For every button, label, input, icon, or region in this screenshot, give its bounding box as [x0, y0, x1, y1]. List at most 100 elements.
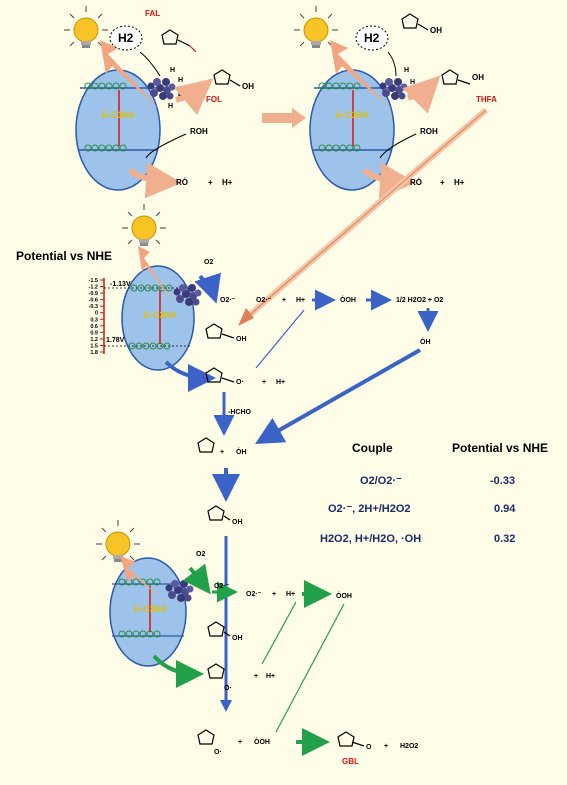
plus-sign: + — [208, 178, 213, 187]
table-row-couple: H2O2, H+/H2O, ·OH — [320, 533, 421, 545]
hydrogen-bubble-icon — [109, 25, 143, 51]
h2-adsorption-arrow — [139, 51, 161, 77]
lightbulb-icon — [95, 519, 141, 563]
oh-label: OH — [430, 26, 442, 35]
fol-label: FOL — [206, 95, 222, 104]
h-plus-label: H+ — [276, 379, 285, 386]
h-plus-label: H+ — [454, 178, 465, 187]
oh-bond — [223, 515, 231, 521]
lactol-oxidation-arrowhead — [220, 700, 232, 712]
o2-reduction-arrow — [182, 563, 211, 595]
roh-oxidation-arrow — [127, 162, 182, 199]
roh-label: ROH — [190, 127, 208, 136]
thfa-transfer-arrow-outline — [245, 109, 487, 319]
h-atom-label: H — [168, 103, 173, 110]
panel-1-hydrogenation-fal: E-C3N4 H2 FAL H H H H OH FOL ROH RȮ + H+ — [63, 5, 254, 199]
gbl-molecule — [337, 731, 355, 747]
lactol-radical-molecule — [207, 663, 225, 679]
hydroxyl-radical-label: ȮH — [236, 447, 247, 456]
carbonyl-bond — [189, 45, 197, 53]
oh-bond — [223, 631, 231, 637]
panel-transition-arrowhead — [292, 108, 306, 128]
ch2-bond — [417, 23, 429, 31]
hydroxyl-recombination-arrow — [255, 348, 421, 444]
plus-sign: + — [384, 743, 388, 750]
table-row-couple: O2/O2·⁻ — [360, 475, 402, 487]
scale-tick-label: -1.2 — [89, 285, 98, 291]
carbonyl-bond — [351, 741, 365, 747]
thfa-molecule — [205, 323, 223, 339]
alkoxy-radical-label: O· — [236, 379, 244, 386]
scale-tick-label: 0.6 — [90, 324, 98, 330]
proton-transfer-line — [255, 309, 305, 369]
catalyst-label: E-C3N4 — [144, 310, 176, 320]
h-plus-label: H+ — [286, 591, 295, 598]
lactol-oxidation-arrow — [152, 654, 204, 688]
h-atom-label: H — [170, 67, 175, 74]
ro-radical-label: RȮ — [410, 178, 422, 187]
h2-label: H2 — [118, 31, 134, 45]
oh-label: OH — [232, 519, 243, 526]
o2-label: O2 — [196, 551, 205, 558]
scale-tick-label: 0.3 — [90, 317, 98, 323]
scale-tick-label: 1.8 — [90, 350, 98, 356]
fal-to-fol-arrow — [174, 78, 214, 116]
scale-tick-label: 1.2 — [90, 337, 98, 343]
scale-tick-label: -1.5 — [89, 278, 98, 284]
panel-2-hydrogenation-fol: E-C3N4 H2 OH H H OH THFA ROH RȮ + H+ — [293, 5, 497, 199]
plus-sign: + — [254, 673, 258, 680]
potential-scale-ticks: -1.5-1.2-0.9-0.6-0.300.30.60.91.21.51.8 — [89, 278, 104, 356]
hydrogen-bubble-icon — [355, 25, 389, 51]
hydroxy-thf-molecule — [207, 505, 225, 521]
h-plus-label: H+ — [296, 297, 305, 304]
thfa-oxidation-arrow — [164, 360, 216, 392]
alkoxy-radical-molecule — [205, 367, 223, 383]
scale-tick-label: -0.3 — [89, 304, 98, 310]
formaldehyde-loss-label: -HCHO — [228, 409, 251, 416]
hydroperoxyl-transfer-line — [275, 603, 345, 733]
h2o2-label: H2O2 — [400, 743, 418, 750]
scale-tick-label: 1.5 — [90, 343, 98, 349]
thf-radical-molecule — [197, 437, 215, 453]
ch2-bond — [457, 79, 471, 85]
alkoxy-radical-label: O· — [224, 685, 232, 692]
hydroperoxyl-label: ȮOH — [336, 591, 352, 600]
lactol-radical-molecule — [197, 729, 215, 745]
gbl-label: GBL — [342, 757, 359, 766]
hydroperoxyl-label: ȮOH — [254, 737, 270, 746]
h-atom-label: H — [404, 67, 409, 74]
roh-approach — [145, 133, 187, 159]
light-ray — [100, 40, 160, 110]
scale-tick-label: -0.6 — [89, 298, 98, 304]
catalyst-label: E-C3N4 — [134, 604, 166, 614]
aldehyde-bond — [177, 39, 191, 47]
furfuryl-alcohol-molecule — [401, 13, 419, 29]
h-atom-label: H — [410, 79, 415, 86]
light-ray — [120, 556, 168, 604]
table-row-couple: O2·⁻, 2H+/H2O2 — [328, 503, 411, 515]
oh-label: OH — [232, 635, 243, 642]
superoxide-label: O2·⁻ — [214, 583, 230, 590]
h2-adsorption-arrow — [387, 51, 397, 77]
o2-reduction-arrow — [194, 272, 221, 304]
roh-approach — [379, 133, 417, 159]
furfuryl-alcohol-molecule — [213, 69, 231, 85]
panel-3-thfa-oxidation: Potential vs NHE -1.5-1.2-0.9-0.6-0.300.… — [16, 203, 443, 526]
h-plus-label: H+ — [222, 178, 233, 187]
oh-label: OH — [236, 336, 247, 343]
h2-label: H2 — [364, 31, 380, 45]
panel-4-gbl-formation: E-C3N4 O2 O2·⁻ O2·⁻ + H+ ȮOH OH O· + H+ … — [95, 519, 418, 766]
scale-tick-label: 0.9 — [90, 330, 98, 336]
ro-radical-label: RȮ — [176, 178, 188, 187]
superoxide-label: O2·⁻ — [256, 297, 272, 304]
hydroxyl-radical-label: ȮH — [420, 337, 431, 346]
vb-potential-label: 1.78V — [106, 337, 125, 344]
scale-tick-label: 0 — [95, 311, 98, 317]
fol-to-thfa-arrow — [402, 75, 441, 114]
superoxide-label: O2·⁻ — [246, 591, 262, 598]
plus-sign: + — [262, 379, 266, 386]
ch2-bond — [221, 333, 235, 339]
table-row-potential: 0.94 — [494, 503, 516, 515]
